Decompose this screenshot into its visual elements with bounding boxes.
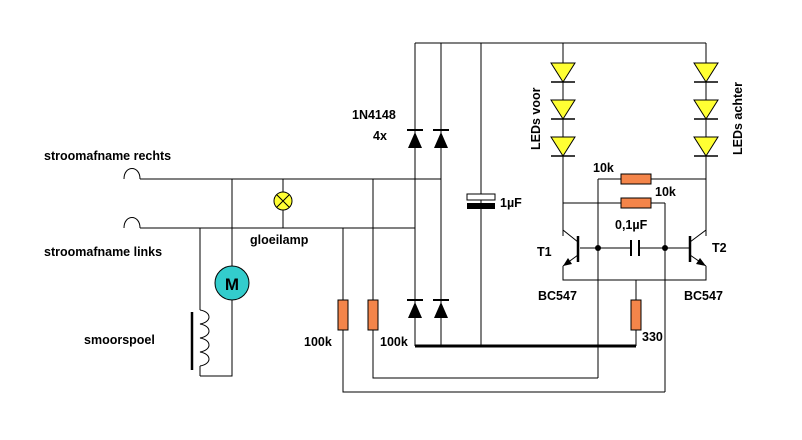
motor-label: M bbox=[225, 275, 239, 294]
resistor-10k-top-label: 10k bbox=[593, 161, 614, 175]
transistor-t1-symbol bbox=[562, 203, 598, 267]
lamp-label: gloeilamp bbox=[250, 233, 309, 247]
led-rear-2 bbox=[693, 99, 719, 120]
led-rear-3 bbox=[693, 136, 719, 157]
leds-rear-label: LEDs achter bbox=[731, 82, 745, 155]
capacitor-1uf-symbol bbox=[466, 193, 496, 209]
transistor-t1-type-label: BC547 bbox=[538, 289, 577, 303]
led-front-2 bbox=[550, 99, 576, 120]
resistor-100k-right-label: 100k bbox=[380, 335, 408, 349]
resistor-100k-left bbox=[337, 299, 349, 331]
diode-bottom-left bbox=[407, 299, 423, 318]
diode-top-right bbox=[433, 129, 449, 148]
capacitor-1uf-label: 1µF bbox=[500, 196, 522, 210]
led-rear-1 bbox=[693, 62, 719, 83]
resistor-10k-bottom-label: 10k bbox=[655, 185, 676, 199]
transistor-t1-label: T1 bbox=[537, 245, 552, 259]
choke-coil-symbol bbox=[190, 309, 210, 370]
resistor-10k-top bbox=[620, 173, 652, 185]
transistor-t2-symbol bbox=[688, 179, 707, 267]
led-front-1 bbox=[550, 62, 576, 83]
resistor-10k-bottom bbox=[620, 197, 652, 209]
motor-symbol bbox=[214, 265, 250, 301]
resistor-330 bbox=[630, 299, 642, 331]
diode-type-label: 1N4148 bbox=[352, 108, 396, 122]
capacitor-01uf-label: 0,1µF bbox=[615, 218, 648, 232]
transistor-t2-label: T2 bbox=[712, 241, 727, 255]
led-front-3 bbox=[550, 136, 576, 157]
pickup-left-terminal bbox=[123, 217, 141, 229]
resistor-100k-right bbox=[367, 299, 379, 331]
diode-top-left bbox=[407, 129, 423, 148]
pickup-right-label: stroomafname rechts bbox=[44, 149, 171, 163]
capacitor-01uf-symbol bbox=[630, 240, 640, 256]
diode-bottom-right bbox=[433, 299, 449, 318]
resistor-330-label: 330 bbox=[642, 330, 663, 344]
junction-dot bbox=[662, 245, 668, 251]
choke-label: smoorspoel bbox=[84, 333, 155, 347]
lamp-symbol bbox=[273, 191, 293, 211]
transistor-t2-type-label: BC547 bbox=[684, 289, 723, 303]
pickup-left-label: stroomafname links bbox=[44, 245, 162, 259]
resistor-100k-left-label: 100k bbox=[304, 335, 332, 349]
leds-front-label: LEDs voor bbox=[529, 87, 543, 150]
pickup-right-terminal bbox=[123, 168, 141, 180]
diode-count-label: 4x bbox=[373, 129, 387, 143]
